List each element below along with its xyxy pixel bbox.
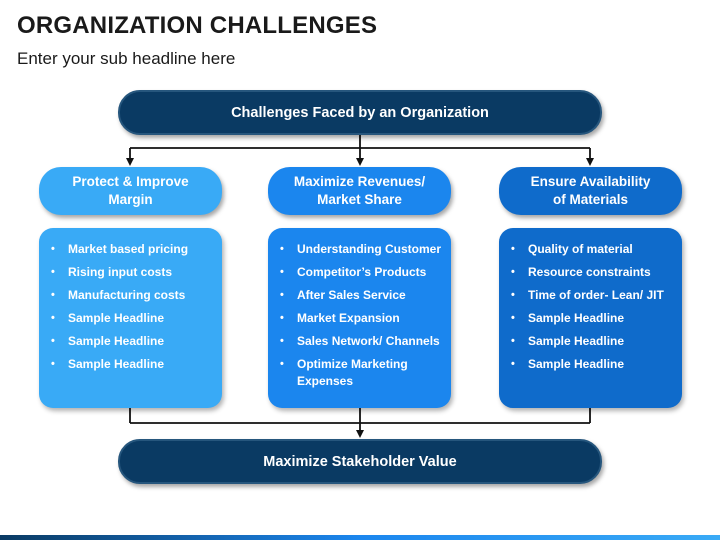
list-item: Sample Headline	[50, 310, 214, 327]
column-3-card: Quality of material Resource constraints…	[499, 228, 682, 408]
column-3-heading-line2: of Materials	[552, 192, 628, 207]
list-item: Manufacturing costs	[50, 287, 214, 304]
column-2-heading: Maximize Revenues/ Market Share	[268, 167, 451, 215]
column-1-list: Market based pricing Rising input costs …	[50, 241, 214, 373]
list-item: Quality of material	[510, 241, 674, 258]
list-item: Sample Headline	[510, 310, 674, 327]
list-item: Sample Headline	[510, 356, 674, 373]
column-2-card: Understanding Customer Competitor’s Prod…	[268, 228, 451, 408]
list-item: Sample Headline	[510, 333, 674, 350]
page-title: ORGANIZATION CHALLENGES	[17, 12, 378, 39]
list-item: Understanding Customer	[279, 241, 443, 258]
bottom-stakeholder-label: Maximize Stakeholder Value	[263, 453, 457, 470]
list-item: Optimize Marketing Expenses	[279, 356, 443, 390]
list-item: Sample Headline	[50, 356, 214, 373]
list-item: Time of order- Lean/ JIT	[510, 287, 674, 304]
list-item: After Sales Service	[279, 287, 443, 304]
footer-gradient-bar	[0, 535, 720, 540]
column-1-heading-line2: Margin	[108, 192, 153, 207]
page-subtitle: Enter your sub headline here	[17, 49, 236, 68]
column-3-list: Quality of material Resource constraints…	[510, 241, 674, 373]
column-2-heading-line2: Market Share	[317, 192, 402, 207]
column-2-heading-line1: Maximize Revenues/	[293, 174, 426, 189]
bottom-stakeholder-box: Maximize Stakeholder Value	[118, 439, 602, 484]
list-item: Competitor’s Products	[279, 264, 443, 281]
list-item: Market based pricing	[50, 241, 214, 258]
column-3-heading: Ensure Availability of Materials	[499, 167, 682, 215]
column-3-heading-line1: Ensure Availability	[530, 174, 651, 189]
top-challenges-box: Challenges Faced by an Organization	[118, 90, 602, 135]
list-item: Sales Network/ Channels	[279, 333, 443, 350]
list-item: Market Expansion	[279, 310, 443, 327]
column-1-heading: Protect & Improve Margin	[39, 167, 222, 215]
list-item: Rising input costs	[50, 264, 214, 281]
column-1-card: Market based pricing Rising input costs …	[39, 228, 222, 408]
column-2-list: Understanding Customer Competitor’s Prod…	[279, 241, 443, 390]
list-item: Resource constraints	[510, 264, 674, 281]
list-item: Sample Headline	[50, 333, 214, 350]
column-1-heading-line1: Protect & Improve	[72, 174, 189, 189]
top-challenges-label: Challenges Faced by an Organization	[231, 104, 489, 121]
